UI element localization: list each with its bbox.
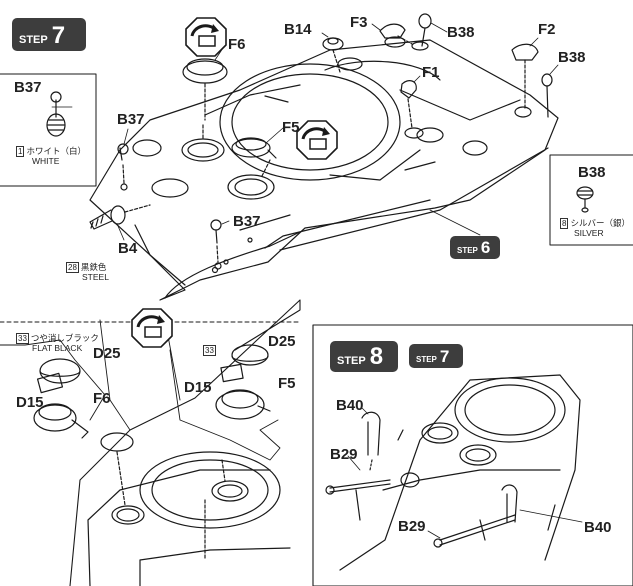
rotate-view-icon bbox=[296, 120, 338, 160]
paint-jp: つや消しブラック bbox=[30, 333, 99, 343]
part-f1 bbox=[400, 80, 424, 139]
callout-b38-right: B38 bbox=[558, 49, 586, 66]
step8-b29-cables bbox=[325, 479, 516, 548]
callout-b37-a: B37 bbox=[117, 111, 145, 128]
step-word: STEP bbox=[416, 355, 437, 364]
part-b37-a bbox=[117, 143, 129, 191]
paint-en: STEEL bbox=[82, 272, 109, 282]
callout-b40-top: B40 bbox=[336, 397, 364, 414]
part-f6-lid bbox=[182, 58, 228, 121]
step-word: STEP bbox=[337, 355, 366, 367]
callout-f5-top: F5 bbox=[282, 119, 300, 136]
part-b38-top bbox=[411, 13, 432, 51]
callout-f5-bottom: F5 bbox=[278, 375, 296, 392]
callout-d25-right: D25 bbox=[268, 333, 296, 350]
paint-en: FLAT BLACK bbox=[32, 343, 83, 353]
step8-panel bbox=[312, 324, 633, 586]
paint-note-flat-black-short: 33 bbox=[203, 345, 218, 356]
part-f3 bbox=[379, 23, 413, 45]
step-7-ref-badge: STEP 7 bbox=[409, 344, 463, 368]
hatch-f5 bbox=[227, 159, 275, 200]
part-f5-lid bbox=[231, 137, 277, 159]
callout-f6-bottom: F6 bbox=[93, 390, 111, 407]
inset-box-b37 bbox=[0, 73, 97, 187]
callout-b38-top: B38 bbox=[447, 24, 475, 41]
paint-en: WHITE bbox=[32, 156, 60, 166]
callout-f3: F3 bbox=[350, 14, 368, 31]
callout-d15-right: D15 bbox=[184, 379, 212, 396]
paint-code: 33 bbox=[16, 333, 29, 344]
callout-d15-left: D15 bbox=[16, 394, 44, 411]
step-8-badge: STEP 8 bbox=[330, 341, 398, 372]
step-number: 7 bbox=[439, 347, 450, 366]
magnifier-outline bbox=[0, 339, 281, 461]
step-number: 8 bbox=[369, 343, 384, 370]
callout-b29-left: B29 bbox=[330, 446, 358, 463]
step-6-badge: STEP 6 bbox=[450, 236, 500, 259]
callout-b14: B14 bbox=[284, 21, 312, 38]
step-number: 7 bbox=[51, 22, 66, 49]
callout-b40-right: B40 bbox=[584, 519, 612, 536]
leader-step6 bbox=[429, 209, 481, 236]
part-b4-light bbox=[89, 204, 151, 230]
paint-code: 8 bbox=[560, 218, 569, 229]
subassembly-left bbox=[33, 358, 89, 439]
paint-jp: シルバー（銀） bbox=[570, 218, 630, 228]
callout-b37-b: B37 bbox=[233, 213, 261, 230]
rotate-view-icon bbox=[185, 17, 227, 57]
paint-code: 33 bbox=[203, 345, 216, 356]
callout-b38-side: B38 bbox=[578, 164, 606, 181]
inset-box-b38 bbox=[549, 154, 633, 246]
part-b14 bbox=[322, 37, 344, 73]
step8-hull bbox=[339, 374, 581, 571]
step8-b40-handles bbox=[361, 411, 518, 523]
rotate-view-icon bbox=[131, 308, 173, 348]
part-b37-b bbox=[210, 219, 222, 270]
callout-b37-side: B37 bbox=[14, 79, 42, 96]
hatch-f6 bbox=[181, 124, 225, 162]
hull-upper bbox=[89, 36, 559, 301]
paint-jp: ホワイト（白） bbox=[26, 146, 86, 156]
step-7-badge: STEP 7 bbox=[12, 18, 86, 51]
paint-code: 1 bbox=[16, 146, 25, 157]
callout-f1: F1 bbox=[422, 64, 440, 81]
detail-view-hull bbox=[69, 299, 301, 586]
b37-swatch-part bbox=[46, 91, 66, 137]
part-f2 bbox=[511, 43, 539, 118]
callout-d25-left: D25 bbox=[93, 345, 121, 362]
part-b38-right bbox=[541, 73, 553, 118]
step-word: STEP bbox=[19, 34, 48, 46]
callout-f2: F2 bbox=[538, 21, 556, 38]
b38-swatch-part bbox=[576, 186, 594, 213]
paint-jp: 黒鉄色 bbox=[80, 262, 107, 272]
step-number: 6 bbox=[480, 238, 491, 257]
paint-code: 28 bbox=[66, 262, 79, 273]
paint-en: SILVER bbox=[574, 228, 604, 238]
callout-f6-top: F6 bbox=[228, 36, 246, 53]
callout-b4: B4 bbox=[118, 240, 138, 257]
step-word: STEP bbox=[457, 246, 478, 255]
subassembly-right bbox=[215, 344, 271, 420]
callout-b29-bottom: B29 bbox=[398, 518, 426, 535]
